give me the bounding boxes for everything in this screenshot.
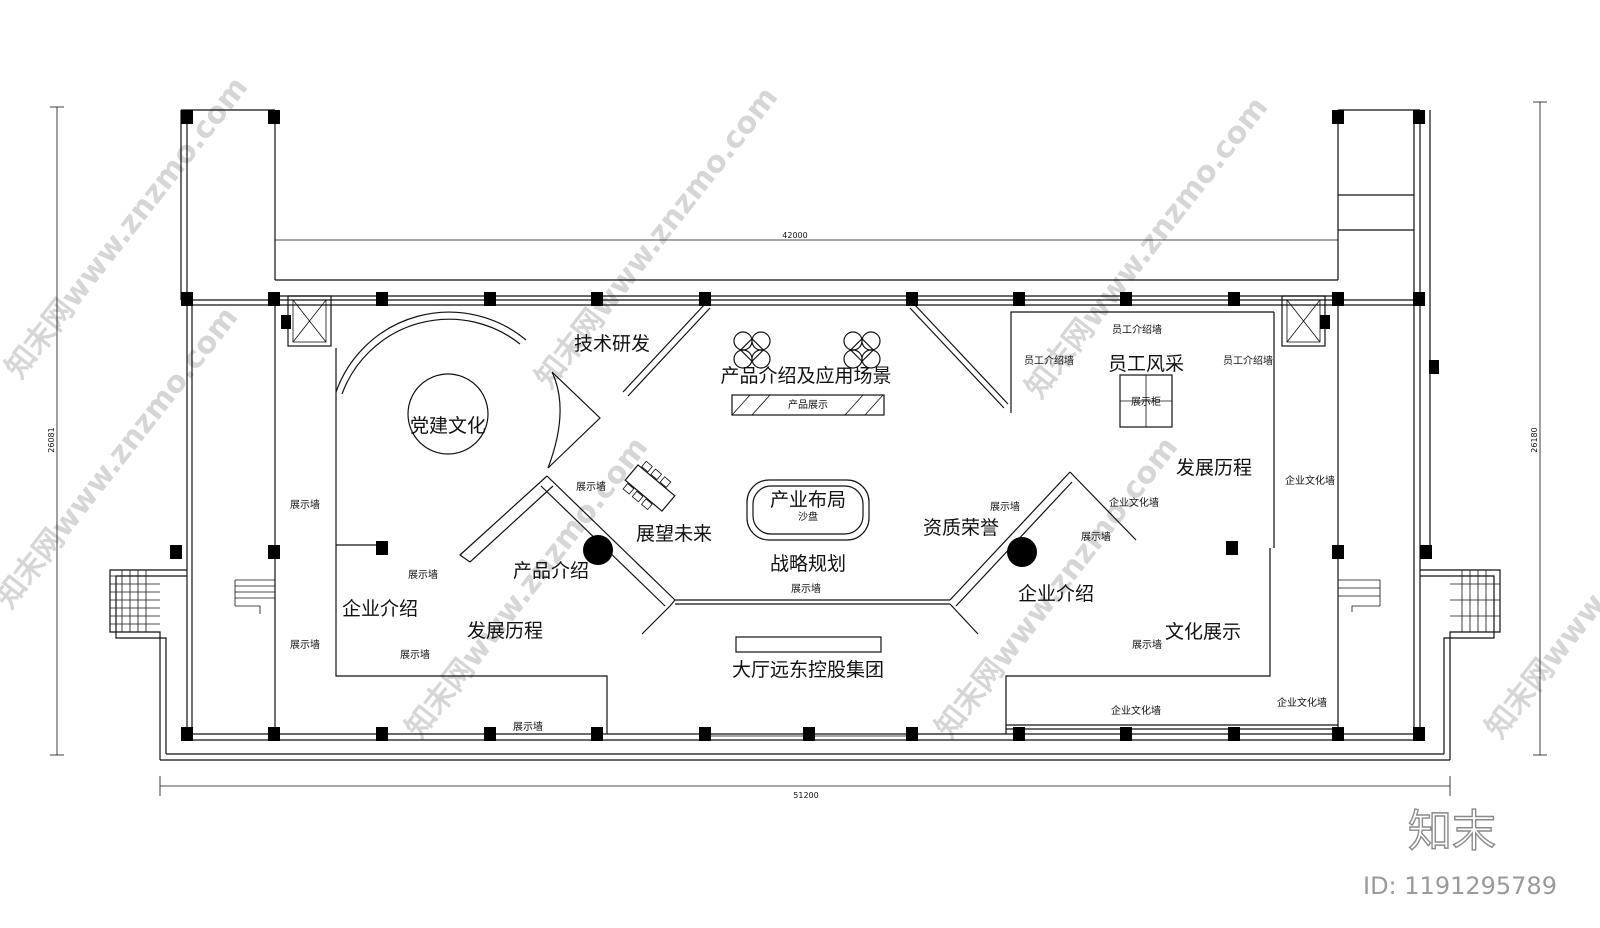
- label-strategy: 战略规划: [770, 553, 846, 575]
- label-wall-i: 展示墙: [1132, 638, 1162, 651]
- label-staff-style: 员工风采: [1108, 353, 1184, 375]
- dimension-right: 26180: [1530, 427, 1539, 452]
- chair-group-right: [843, 331, 881, 369]
- label-staff-wall-3: 员工介绍墙: [1223, 354, 1273, 367]
- label-culture-wall-1: 企业文化墙: [1285, 474, 1335, 487]
- dimension-left: 26081: [47, 427, 56, 452]
- label-display-cabinet: 展示柜: [1131, 395, 1161, 408]
- exhibition-hall-walls: [335, 303, 1338, 734]
- dimension-top: 42000: [782, 231, 807, 240]
- label-development-left: 发展历程: [467, 620, 543, 642]
- label-hall: 大厅远东控股集团: [732, 659, 884, 681]
- round-pillar-left: [583, 535, 613, 565]
- label-wall-h: 展示墙: [400, 648, 430, 661]
- product-display-counter: [731, 394, 885, 416]
- label-product-display: 产品展示: [788, 398, 828, 411]
- label-wall-d: 展示墙: [791, 582, 821, 595]
- label-development-right: 发展历程: [1176, 457, 1252, 479]
- label-company-intro-left: 企业介绍: [342, 598, 418, 620]
- brand-logo: 知末: [1408, 806, 1496, 857]
- reception-desk: [735, 636, 882, 653]
- label-sand-table: 沙盘: [798, 510, 818, 523]
- label-culture-wall-2: 企业文化墙: [1109, 496, 1159, 509]
- elevator-shaft-left: [287, 295, 332, 347]
- label-wall-e: 展示墙: [290, 498, 320, 511]
- watermark-text: 知末网www.znzmo.com: [399, 430, 656, 745]
- conference-table: [622, 460, 676, 512]
- label-staff-wall-1: 员工介绍墙: [1112, 323, 1162, 336]
- label-industry-layout: 产业布局: [770, 489, 846, 511]
- sand-table: [746, 479, 870, 541]
- building-shell: [109, 109, 1501, 761]
- elevator-shaft-right: [1281, 295, 1326, 347]
- label-staff-wall-2: 员工介绍墙: [1024, 354, 1074, 367]
- label-culture-wall-3: 企业文化墙: [1111, 704, 1161, 717]
- image-id: ID: 1191295789: [1363, 872, 1557, 900]
- label-wall-c: 展示墙: [1081, 530, 1111, 543]
- display-cabinet: [1119, 374, 1173, 428]
- label-product-scenes: 产品介绍及应用场景: [720, 365, 891, 387]
- label-party-culture: 党建文化: [410, 415, 486, 437]
- label-wall-b: 展示墙: [990, 500, 1020, 513]
- label-wall-f: 展示墙: [408, 568, 438, 581]
- label-wall-j: 展示墙: [513, 720, 543, 733]
- label-qualification: 资质荣誉: [923, 517, 999, 539]
- watermark-text: 知末网www.znzmo.com: [529, 80, 786, 395]
- structural-columns: [170, 110, 1439, 741]
- label-product-intro: 产品介绍: [513, 560, 589, 582]
- label-culture-display: 文化展示: [1165, 621, 1241, 643]
- watermark-text: 知末网www.znzmo.com: [1479, 430, 1600, 745]
- round-pillar-right: [1007, 537, 1037, 567]
- label-wall-a: 展示墙: [576, 480, 606, 493]
- chair-group-left: [733, 331, 771, 369]
- label-tech-rd: 技术研发: [574, 333, 650, 355]
- label-wall-g: 展示墙: [290, 638, 320, 651]
- label-future: 展望未来: [636, 523, 712, 545]
- label-culture-wall-4: 企业文化墙: [1277, 696, 1327, 709]
- dimension-bottom: 51200: [793, 791, 818, 800]
- label-company-intro-right: 企业介绍: [1018, 583, 1094, 605]
